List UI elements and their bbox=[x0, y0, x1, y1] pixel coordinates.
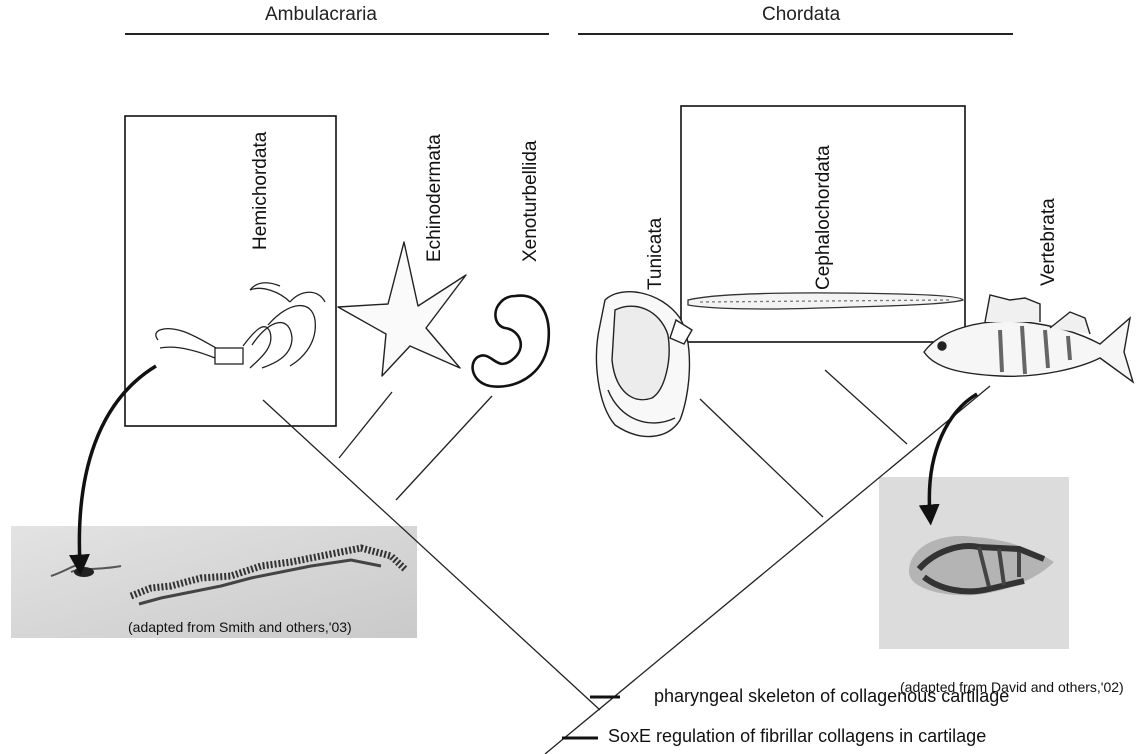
legend-label-soxe: SoxE regulation of fibrillar collagens i… bbox=[608, 726, 986, 747]
tunicate-drawing bbox=[596, 292, 692, 437]
starfish-drawing bbox=[338, 242, 466, 376]
ambulacraria-main-branch bbox=[263, 400, 600, 710]
left-arrow bbox=[79, 366, 156, 565]
taxon-label-cephalochordata: Cephalochordata bbox=[813, 145, 835, 290]
legend-row-soxe: SoxE regulation of fibrillar collagens i… bbox=[608, 726, 986, 747]
taxon-label-echinodermata: Echinodermata bbox=[424, 134, 446, 262]
taxon-label-vertebrata: Vertebrata bbox=[1038, 198, 1060, 286]
legend-row-cartilage: pharyngeal skeleton of collagenous carti… bbox=[654, 686, 1009, 707]
acorn-worm-drawing bbox=[156, 283, 325, 368]
hemichordata-box bbox=[125, 116, 336, 426]
fish-drawing bbox=[924, 295, 1133, 382]
xenoturbella-drawing bbox=[473, 296, 549, 387]
taxon-label-hemichordata: Hemichordata bbox=[250, 132, 272, 250]
cephalochordata-branch bbox=[825, 370, 907, 444]
tunicata-branch bbox=[700, 399, 823, 517]
taxon-label-tunicata: Tunicata bbox=[645, 218, 667, 290]
xenoturbellida-branch bbox=[396, 396, 492, 500]
amphioxus-drawing bbox=[688, 293, 963, 309]
echinodermata-branch bbox=[339, 392, 392, 458]
taxon-label-xenoturbellida: Xenoturbellida bbox=[520, 141, 542, 262]
legend-label-cartilage: pharyngeal skeleton of collagenous carti… bbox=[654, 686, 1009, 707]
right-arrow bbox=[929, 394, 977, 515]
